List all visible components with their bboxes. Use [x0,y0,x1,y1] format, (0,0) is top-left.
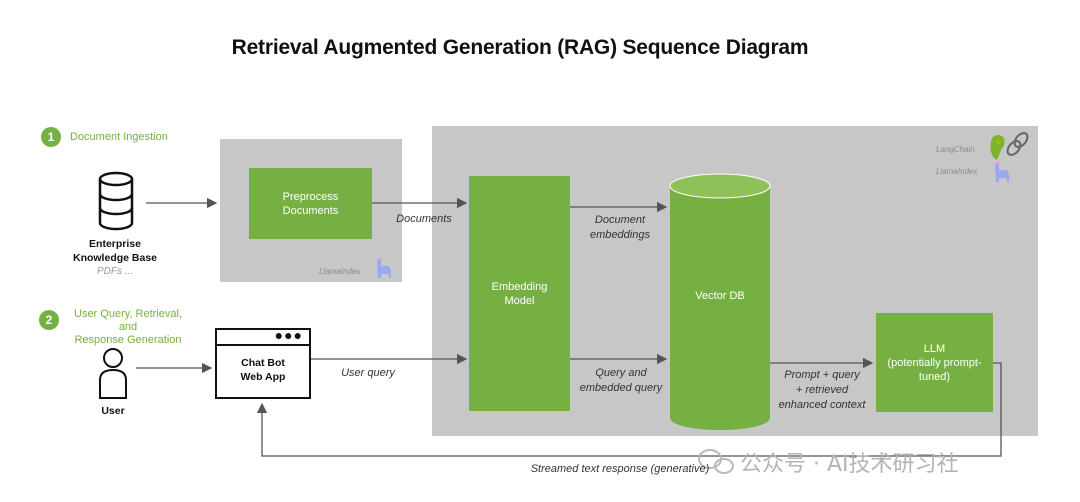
step-2-label-line2: Response Generation [74,334,182,346]
knowledge-base-label: Enterprise Knowledge Base [60,237,170,265]
window-dots-icon: ●●● [274,327,303,343]
label-query-embedded: Query and embedded query [566,366,676,396]
knowledge-base-line2: Knowledge Base [72,252,158,264]
step-1-badge: 1 [41,127,61,147]
watermark-text: 公众号 · AI技术研习社 [740,452,959,477]
label-query-embedded-2: embedded query [579,382,663,394]
chatbot-window[interactable]: ●●● Chat Bot Web App [215,327,311,399]
label-user-query: User query [341,367,395,379]
llamaindex-label-pre: LlamaIndex [319,267,361,276]
embedding-model-box[interactable]: Embedding Model [469,176,570,411]
label-document-embeddings: Document embeddings [568,213,672,243]
llm-line2: (potentially prompt- [887,356,982,369]
database-icon [98,171,134,231]
embedding-line2: Model [504,294,535,307]
diagram-title: Retrieval Augmented Generation (RAG) Seq… [231,36,809,59]
chatbot-line1: Chat Bot [241,357,285,369]
step-2-label-line1: User Query, Retrieval, and [74,308,182,333]
vector-db-label: Vector DB [695,290,745,302]
knowledge-base-line1: Enterprise [89,238,141,250]
knowledge-base-sub: PDFs ... [96,266,134,277]
label-prompt-3: enhanced context [778,399,866,411]
llm-line3: tuned) [918,370,951,383]
label-prompt-1: Prompt + query [784,369,860,381]
preprocess-line2: Documents [282,204,339,217]
user-icon [99,348,127,399]
label-prompt: Prompt + query + retrieved enhanced cont… [770,368,874,413]
label-document-embeddings-2: embeddings [590,229,650,241]
llamaindex-label-main: LlamaIndex [936,167,978,176]
label-document-embeddings-1: Document [594,214,646,226]
preprocess-line1: Preprocess [282,190,339,203]
chatbot-line2: Web App [240,371,286,383]
step-2-label: User Query, Retrieval, and Response Gene… [64,308,192,347]
step-1-label: Document Ingestion [70,131,168,143]
label-streamed-response: Streamed text response (generative) [530,463,710,475]
embedding-line1: Embedding [491,280,548,293]
label-prompt-2: + retrieved [795,384,849,396]
langchain-label: LangChain [936,145,975,154]
label-documents: Documents [396,213,452,225]
step-2-badge: 2 [39,310,59,330]
user-label: User [101,405,125,417]
chatbot-label: Chat Bot Web App [217,356,309,384]
llm-line1: LLM [923,342,946,355]
preprocess-documents-box[interactable]: Preprocess Documents [249,168,372,239]
label-query-embedded-1: Query and [595,367,647,379]
chatbot-titlebar: ●●● [217,327,309,346]
llm-box[interactable]: LLM (potentially prompt- tuned) [876,313,993,412]
